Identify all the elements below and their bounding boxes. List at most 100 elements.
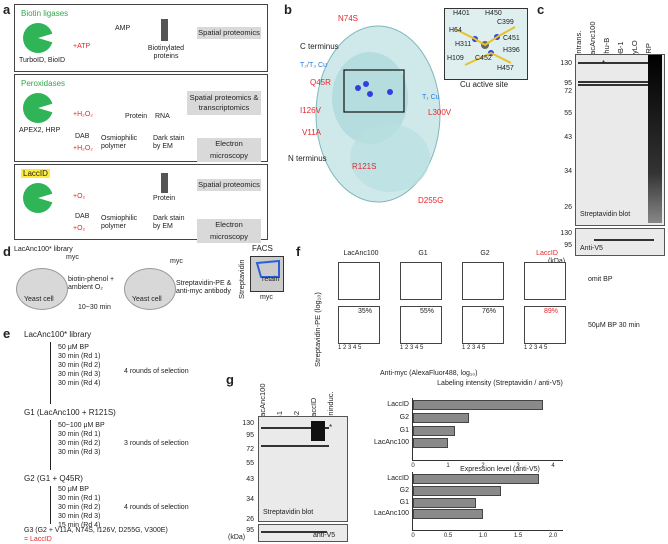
panel-e-label: e — [3, 326, 11, 341]
o2-label: +O₂ — [73, 225, 86, 232]
kda-unit: (kDa) — [228, 534, 246, 541]
selection-step: 30 min (Rd 4) — [58, 380, 101, 387]
star-mark: * — [329, 423, 333, 432]
x-tick-label: 2.0 — [548, 533, 558, 539]
residue-label: H401 — [453, 10, 470, 17]
mutation-label: Q45R — [310, 78, 331, 87]
facs-plot-omit — [524, 262, 566, 300]
bar-category-label: LaccID — [387, 475, 409, 482]
bar-category-label: LaccID — [387, 401, 409, 408]
panel-d-label: d — [3, 244, 11, 259]
facs-axis-ticks: 1 2 3 4 5 — [400, 345, 424, 351]
facs-percent: 35% — [358, 308, 373, 315]
laccid-title: LaccID — [21, 169, 50, 178]
enzyme-pacman-icon — [23, 23, 53, 53]
facs-plot-bp — [524, 306, 566, 344]
mutation-label: L300V — [428, 108, 452, 117]
active-site-inset: H401 H450 H64 C399 H311 C451 H396 H109 C… — [444, 8, 528, 80]
arrow-line — [50, 342, 51, 404]
anti-v5-blot-c: Anti-V5 — [575, 228, 665, 256]
bar-category-label: G1 — [399, 498, 409, 506]
time-label: 10~30 min — [78, 304, 111, 311]
residue-label: H457 — [497, 65, 514, 72]
mw-tick: 26 — [564, 204, 572, 211]
mw-tick: 95 — [246, 527, 254, 534]
mw-tick: 55 — [564, 110, 572, 117]
facs-plot-omit — [462, 262, 504, 300]
residue-label: H109 — [447, 55, 464, 62]
product-label: Biotinylated proteins — [147, 45, 185, 60]
yeast-cell-icon — [16, 268, 68, 310]
o2-label: +O₂ — [73, 193, 86, 200]
protein-label: Protein — [125, 113, 148, 120]
panel-c-label: c — [537, 2, 545, 17]
row-label-omit: omit BP — [588, 276, 613, 283]
g1-label: G1 (LacAnc100 + R121S) — [24, 408, 116, 417]
bar — [413, 438, 448, 449]
mutation-label: N74S — [338, 14, 359, 23]
arrow-line — [50, 420, 51, 470]
mw-tick: 43 — [246, 476, 254, 483]
application-label: Electron microscopy — [197, 219, 261, 243]
facs-percent: 55% — [420, 308, 435, 315]
facs-percent: 89% — [544, 308, 559, 315]
facs-x-axis-title: Anti-myc (AlexaFluor488, log₁₀) — [380, 370, 478, 377]
application-label: Spatial proteomics — [197, 27, 261, 39]
protein-label: Protein — [153, 195, 176, 202]
bp-label: biotin-phenol + ambient O₂ — [68, 276, 115, 291]
enzyme-pacman-icon — [23, 93, 53, 123]
facs-axis-ticks: 1 2 3 4 5 — [462, 345, 486, 351]
kda-unit: (kDa) — [548, 258, 565, 266]
selection-step: 50 μM BP — [58, 344, 89, 351]
mutation-label: R121S — [352, 162, 377, 171]
application-label: Spatial proteomics — [197, 179, 261, 191]
h2o2-label: +H₂O₂ — [73, 111, 94, 118]
mw-tick: 72 — [246, 446, 254, 453]
c-terminus-label: C terminus — [300, 42, 339, 51]
residue-label: C451 — [503, 35, 520, 42]
osmiophilic-label: Osmiophilic polymer — [101, 135, 138, 150]
panel-a-box-2: Peroxidases APEX2, HRP +H₂O₂ Protein RNA… — [14, 74, 268, 162]
selection-step: 30 min (Rd 2) — [58, 440, 101, 447]
facs-x-axis-label: myc — [260, 294, 273, 301]
facs-axis-ticks: 1 2 3 4 5 — [338, 345, 362, 351]
mutation-label: D255G — [418, 196, 444, 205]
anti-v5-blot-g: anti-V5 — [258, 524, 348, 542]
residue-label: C452 — [475, 55, 492, 62]
bar — [413, 425, 455, 436]
mw-tick: 43 — [564, 134, 572, 141]
panel-f-label: f — [296, 244, 301, 259]
x-tick-label: 0 — [411, 463, 415, 469]
mw-tick: 55 — [246, 460, 254, 467]
x-tick-label: 0.5 — [443, 533, 453, 539]
t1-cu-label: T₁ Cu — [422, 94, 440, 101]
facs-gate-plot — [250, 256, 284, 292]
facs-label: FACS — [252, 244, 273, 253]
streptavidin-blot-c: Streptavidin blot * — [575, 54, 665, 226]
atp-label: +ATP — [73, 43, 91, 50]
selection-step: 15 min (Rd 4) — [58, 522, 101, 529]
mw-tick: 130 — [560, 230, 572, 237]
selection-step: 50 μM BP — [58, 486, 89, 493]
osmiophilic-label: Osmiophilic polymer — [101, 215, 138, 230]
mw-tick: 95 — [564, 242, 572, 249]
blot-label: anti-V5 — [313, 532, 336, 539]
residue-label: H311 — [455, 41, 472, 48]
rna-label: RNA — [155, 113, 170, 120]
chart-2-title: Expression level (anti-V5) — [460, 466, 540, 473]
active-site-label: Cu active site — [460, 80, 509, 89]
library-label: LacAnc100* library — [14, 246, 73, 253]
facs-column-label: LacAnc100 — [343, 250, 379, 257]
yeast-cell-icon — [124, 268, 176, 310]
blot-label: Streptavidin blot — [580, 211, 631, 218]
application-label: Spatial proteomics & transcriptomics — [187, 91, 261, 115]
facs-column-label: G2 — [480, 250, 490, 257]
dab-label: DAB — [75, 133, 90, 140]
mw-tick: 26 — [246, 516, 254, 523]
bar-category-label: G1 — [399, 426, 409, 434]
bar — [413, 509, 483, 520]
facs-plot-bp — [338, 306, 380, 344]
amp-label: AMP — [115, 25, 131, 32]
bar-category-label: LacAnc100 — [373, 439, 409, 447]
